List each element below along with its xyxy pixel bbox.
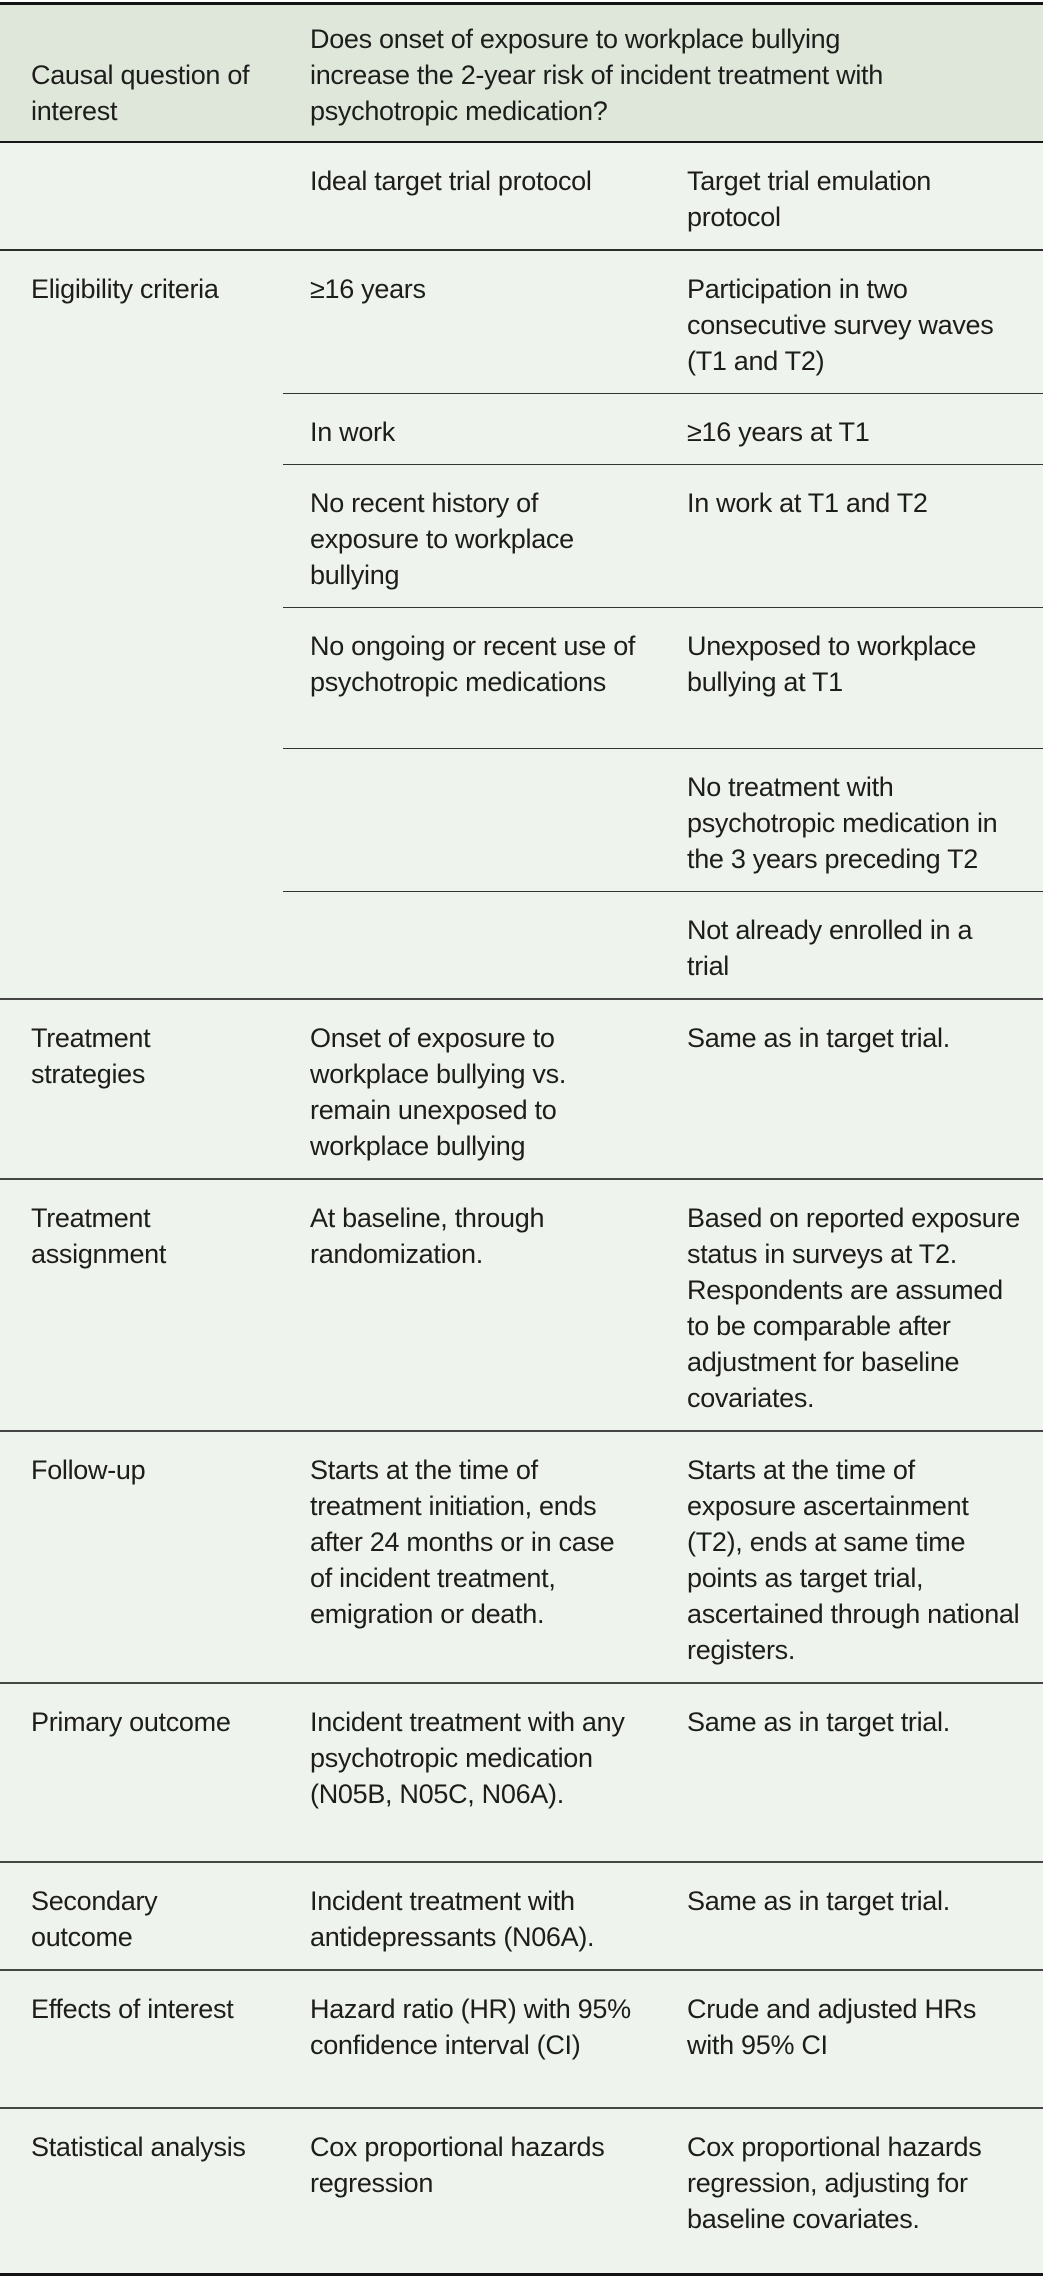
row-statistical-analysis: Statistical analysis Cox proportional ha… bbox=[0, 2109, 1043, 2273]
header-row: Causal question of interest Does onset o… bbox=[0, 5, 1043, 143]
row-secondary-outcome: Secondary outcome Incident treatment wit… bbox=[0, 1863, 1043, 1971]
eligibility-subrow: In work ≥16 years at T1 bbox=[283, 394, 1043, 465]
ideal-cell: Starts at the time of treatment initiati… bbox=[310, 1455, 615, 1629]
eligibility-subrow: No treatment with psychotropic medicatio… bbox=[283, 749, 1043, 892]
ideal-cell: Cox proportional hazards regression bbox=[310, 2132, 605, 2198]
emulation-cell: Same as in target trial. bbox=[687, 1707, 950, 1737]
ideal-cell: No recent history of exposure to workpla… bbox=[310, 488, 574, 590]
row-label: Secondary outcome bbox=[31, 1886, 158, 1952]
ideal-cell: In work bbox=[310, 417, 395, 447]
ideal-cell: Onset of exposure to workplace bullying … bbox=[310, 1023, 567, 1161]
ideal-cell: Incident treatment with antidepressants … bbox=[310, 1886, 595, 1952]
eligibility-subrow: No ongoing or recent use of psychotropic… bbox=[283, 608, 1043, 749]
column-header-ideal: Ideal target trial protocol bbox=[310, 166, 592, 196]
emulation-cell: Cox proportional hazards regression, adj… bbox=[687, 2132, 982, 2234]
row-label: Eligibility criteria bbox=[31, 274, 219, 304]
ideal-cell bbox=[283, 749, 660, 891]
emulation-cell: Same as in target trial. bbox=[687, 1886, 950, 1916]
causal-question-label: Causal question of interest bbox=[31, 60, 250, 126]
row-eligibility-criteria: Eligibility criteria ≥16 years Participa… bbox=[0, 251, 1043, 1000]
emulation-cell: Crude and adjusted HRs with 95% CI bbox=[687, 1994, 977, 2060]
row-label: Treatment strategies bbox=[31, 1023, 151, 1089]
ideal-cell: No ongoing or recent use of psychotropic… bbox=[310, 631, 636, 697]
row-label: Follow-up bbox=[31, 1455, 146, 1485]
emulation-cell: Based on reported exposure status in sur… bbox=[687, 1203, 1020, 1413]
row-label: Statistical analysis bbox=[31, 2132, 246, 2162]
ideal-cell: At baseline, through randomization. bbox=[310, 1203, 545, 1269]
column-header-row: Ideal target trial protocol Target trial… bbox=[0, 143, 1043, 251]
row-label: Treatment assignment bbox=[31, 1203, 167, 1269]
row-follow-up: Follow-up Starts at the time of treatmen… bbox=[0, 1432, 1043, 1684]
emulation-cell: Not already enrolled in a trial bbox=[687, 915, 973, 981]
eligibility-subrow: Not already enrolled in a trial bbox=[283, 892, 1043, 998]
row-label: Primary outcome bbox=[31, 1707, 231, 1737]
row-label: Effects of interest bbox=[31, 1994, 234, 2024]
row-primary-outcome: Primary outcome Incident treatment with … bbox=[0, 1684, 1043, 1863]
eligibility-subrows: ≥16 years Participation in two consecuti… bbox=[283, 251, 1043, 998]
column-header-emulation: Target trial emulation protocol bbox=[687, 166, 932, 232]
emulation-cell: In work at T1 and T2 bbox=[687, 488, 928, 518]
emulation-cell: Same as in target trial. bbox=[687, 1023, 950, 1053]
eligibility-subrow: ≥16 years Participation in two consecuti… bbox=[283, 251, 1043, 394]
ideal-cell: Incident treatment with any psychotropic… bbox=[310, 1707, 625, 1809]
emulation-cell: Starts at the time of exposure ascertain… bbox=[687, 1455, 1020, 1665]
row-treatment-strategies: Treatment strategies Onset of exposure t… bbox=[0, 1000, 1043, 1180]
row-effects-of-interest: Effects of interest Hazard ratio (HR) wi… bbox=[0, 1971, 1043, 2109]
emulation-cell: Participation in two consecutive survey … bbox=[687, 274, 994, 376]
emulation-cell: Unexposed to workplace bullying at T1 bbox=[687, 631, 977, 697]
ideal-cell: Hazard ratio (HR) with 95% confidence in… bbox=[310, 1994, 631, 2060]
eligibility-subrow: No recent history of exposure to workpla… bbox=[283, 465, 1043, 608]
ideal-cell bbox=[283, 892, 660, 998]
column-header-spacer bbox=[0, 143, 283, 249]
row-treatment-assignment: Treatment assignment At baseline, throug… bbox=[0, 1180, 1043, 1432]
emulation-cell: ≥16 years at T1 bbox=[687, 417, 870, 447]
causal-question-text: Does onset of exposure to workplace bull… bbox=[310, 24, 883, 126]
emulation-cell: No treatment with psychotropic medicatio… bbox=[687, 772, 998, 874]
ideal-cell: ≥16 years bbox=[310, 274, 426, 304]
